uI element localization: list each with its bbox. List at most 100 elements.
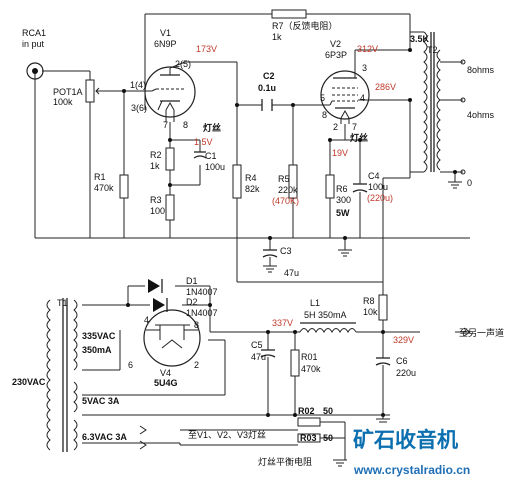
v1-pin2: 2(5): [175, 59, 191, 69]
r6-watt: 5W: [336, 208, 350, 218]
v1-pin8: 8: [183, 120, 188, 130]
r5-name: R5: [278, 174, 290, 184]
v2-screen-volt: 286V: [375, 82, 396, 92]
r2-name: R2: [150, 150, 162, 160]
c5-name: C5: [251, 340, 263, 350]
c4-value: 100u: [368, 182, 388, 192]
r8-value: 10k: [363, 307, 378, 317]
r3-name: R3: [150, 195, 162, 205]
potentiometer-icon: [85, 79, 104, 103]
c4-alt: (220u): [367, 193, 393, 203]
wires: [34, 13, 470, 461]
diode-icons: [148, 279, 168, 312]
rca-name: RCA1: [22, 28, 46, 38]
v2-plate-volt: 312V: [357, 44, 378, 54]
heater-to-label: 至V1、V2、V3灯丝: [188, 429, 266, 440]
labels: RCA1 in put POT1A 100k R1 470k V1 6N9P 1…: [12, 20, 504, 477]
t1-primary: 230VAC: [12, 377, 46, 387]
psu-in-volt: 337V: [272, 318, 293, 328]
v4-pin6: 6: [128, 360, 133, 370]
v2-type: 6P3P: [325, 50, 347, 60]
t1-fil63: 6.3VAC 3A: [82, 432, 127, 442]
heater-balance-label: 灯丝平衡电阻: [258, 456, 312, 467]
c1-name: C1: [205, 151, 217, 161]
r5-value: 220k: [278, 185, 298, 195]
output-transformer-icon: [410, 31, 466, 175]
brand-name: 矿石收音机: [353, 428, 458, 452]
t2-tap3: 0: [467, 178, 472, 188]
arrow-icons: [139, 327, 471, 450]
v1-cathode-volt: 1.5V: [194, 137, 213, 147]
pot-name: POT1A: [53, 87, 83, 97]
t2-name: T2: [427, 45, 438, 55]
v1-plate-volt: 173V: [196, 44, 217, 54]
pot-value: 100k: [53, 97, 73, 107]
v2-pin2: 2: [333, 122, 338, 132]
v4-pin2: 2: [194, 360, 199, 370]
t1-hv: 335VAC: [82, 331, 116, 341]
r01-name: R01: [301, 352, 318, 362]
c1-value: 100u: [205, 162, 225, 172]
tube-v1-icon: [144, 61, 196, 122]
resistor-icons: [119, 9, 388, 443]
r5-alt: (470K): [272, 196, 299, 206]
v2-heater: 灯丝: [350, 132, 368, 143]
t2-tap1: 8ohms: [467, 65, 495, 75]
v4-type: 5U4G: [154, 378, 178, 388]
junctions: [122, 48, 457, 417]
v1-heater: 灯丝: [203, 122, 221, 133]
r6-name: R6: [336, 184, 348, 194]
r1-value: 470k: [94, 183, 114, 193]
r2-value: 1k: [150, 161, 160, 171]
v2-pin7: 7: [352, 122, 357, 132]
r7-name: R7（反馈电阻）: [272, 20, 338, 31]
rectifier-tube-icon: [143, 309, 201, 367]
r02-name: R02: [298, 406, 315, 416]
choke-icon: [299, 322, 357, 334]
d1-part: 1N4007: [186, 287, 218, 297]
d1-name: D1: [186, 276, 198, 286]
v4-pin8: 8: [194, 320, 199, 330]
r1-name: R1: [94, 172, 106, 182]
v1-pin3: 3(6): [131, 103, 147, 113]
ground-icons: [263, 181, 462, 467]
rca-jack-icon: [26, 62, 44, 80]
brand-logo: [350, 423, 515, 453]
psu-out-volt: 329V: [393, 335, 414, 345]
t2-value: 3.5K: [410, 34, 430, 44]
v2-pin3: 3: [362, 63, 367, 73]
r03-value: 50: [323, 433, 333, 443]
r03-name: R03: [300, 433, 317, 443]
r8-name: R8: [363, 296, 375, 306]
d2-part: 1N4007: [186, 308, 218, 318]
capacitor-icons: [193, 99, 391, 366]
rca-sub: in put: [22, 39, 45, 49]
r4-value: 82k: [245, 184, 260, 194]
v2-name: V2: [330, 39, 341, 49]
v4-name: V4: [160, 368, 171, 378]
v4-pin4: 4: [144, 315, 149, 325]
r3-value: 100: [150, 206, 165, 216]
v1-name: V1: [160, 28, 171, 38]
t2-tap2: 4ohms: [467, 110, 495, 120]
c3-value: 47u: [284, 268, 299, 278]
v1-pin7: 7: [163, 120, 168, 130]
r02-value: 50: [323, 406, 333, 416]
l1-value: 5H 350mA: [304, 310, 347, 320]
c2-name: C2: [263, 71, 275, 81]
tube-v2-icon: [320, 60, 370, 124]
v1-type: 6N9P: [154, 39, 177, 49]
c6-name: C6: [396, 356, 408, 366]
c6-value: 220u: [396, 368, 416, 378]
t1-hv-current: 350mA: [82, 345, 112, 355]
v1-pin1: 1(4): [130, 80, 146, 90]
c5-value: 47u: [251, 352, 266, 362]
other-channel-label: 至另一声道: [459, 327, 504, 338]
v2-pin8: 8: [322, 110, 327, 120]
t1-fil5: 5VAC 3A: [82, 396, 120, 406]
l1-name: L1: [310, 298, 320, 308]
c4-name: C4: [368, 171, 380, 181]
r7-value: 1k: [272, 32, 282, 42]
d2-name: D2: [186, 297, 198, 307]
